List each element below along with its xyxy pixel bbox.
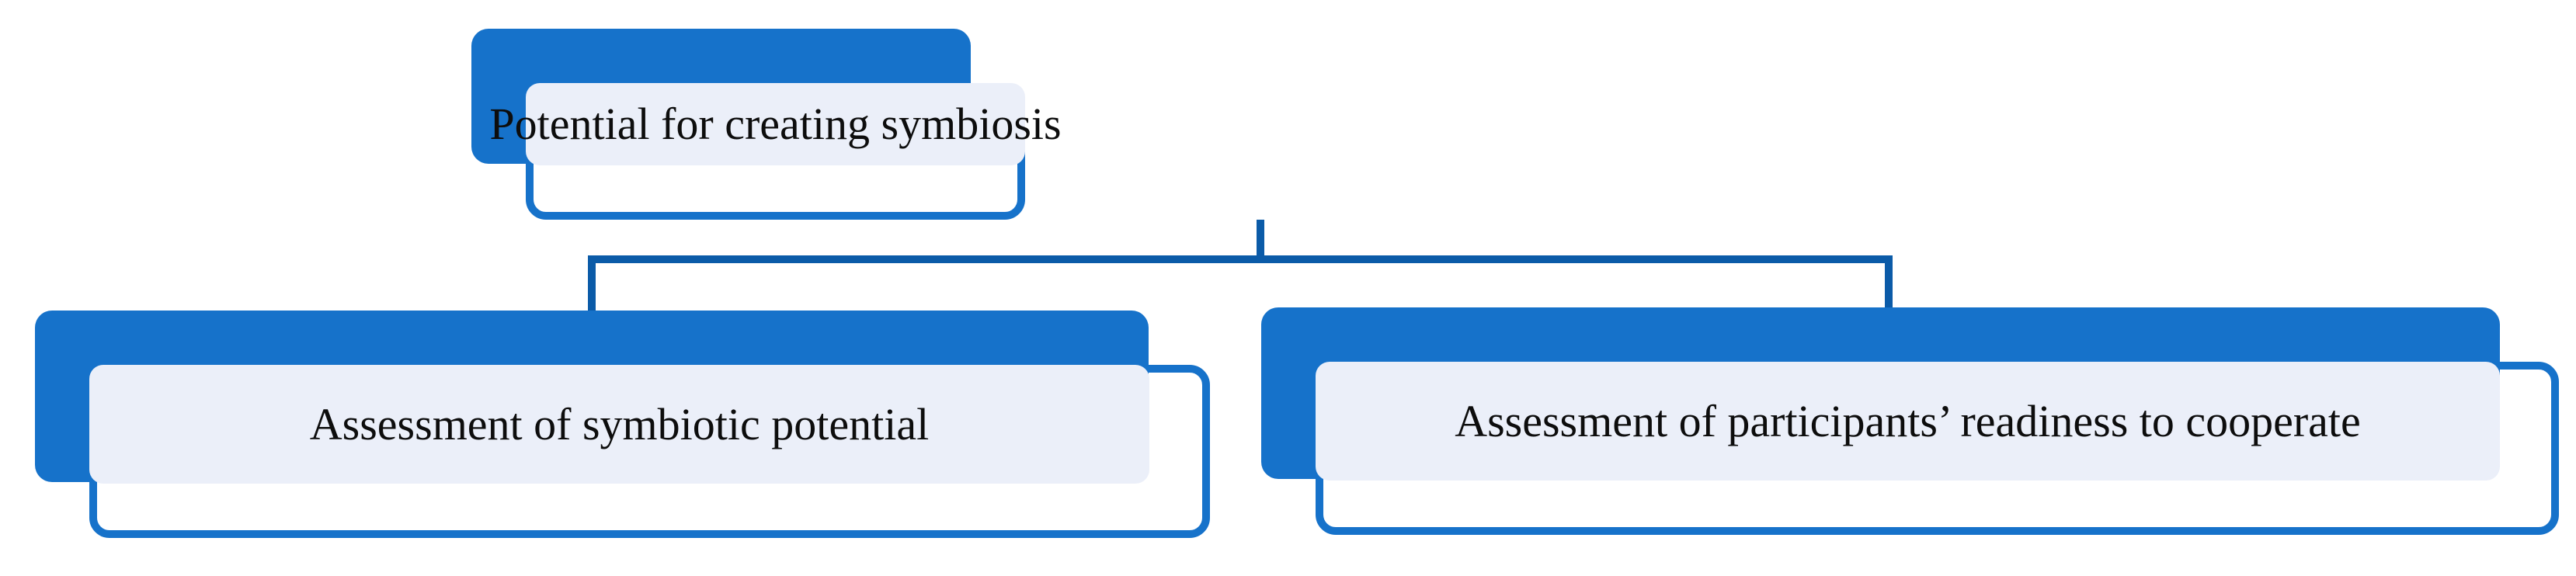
connector-drop-to-right-child bbox=[1885, 255, 1893, 310]
node-root-label-panel[interactable]: Potential for creating symbiosis bbox=[489, 83, 1062, 165]
connector-drop-to-left-child bbox=[588, 255, 596, 312]
connector-trunk-vertical bbox=[1257, 220, 1264, 263]
node-child-left-label: Assessment of symbiotic potential bbox=[309, 398, 930, 449]
node-child-right-label-panel[interactable]: Assessment of participants’ readiness to… bbox=[1316, 362, 2500, 481]
node-root-label: Potential for creating symbiosis bbox=[489, 99, 1062, 150]
connector-crossbar-horizontal bbox=[588, 255, 1893, 263]
node-child-right-label: Assessment of participants’ readiness to… bbox=[1455, 395, 2361, 446]
node-child-left-label-panel[interactable]: Assessment of symbiotic potential bbox=[89, 365, 1149, 484]
